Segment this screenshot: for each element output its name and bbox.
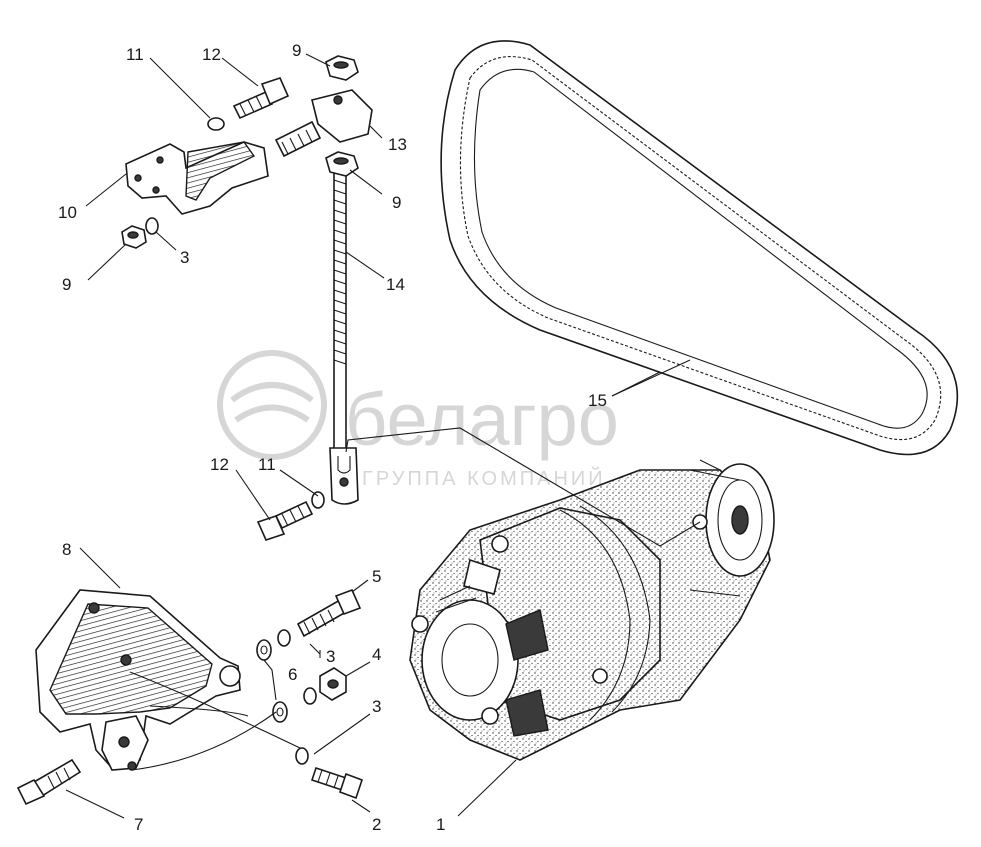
washers-part-6 xyxy=(256,639,288,723)
washer-part-11-lower xyxy=(311,491,325,509)
callout-8: 8 xyxy=(62,540,71,559)
v-belt-part-15 xyxy=(440,40,959,456)
callout-3-mid: 3 xyxy=(326,647,335,666)
callout-10: 10 xyxy=(58,203,77,222)
callout-2: 2 xyxy=(372,815,381,834)
callout-9-mid: 9 xyxy=(392,193,401,212)
watermark-brand: белагро xyxy=(345,378,619,461)
set-screw-part-7 xyxy=(16,758,82,806)
callout-1: 1 xyxy=(436,815,445,834)
tensioner-block-part-13 xyxy=(274,89,373,158)
bolt-part-2 xyxy=(310,766,364,800)
lock-washer-part-3-top xyxy=(145,217,159,235)
callout-7: 7 xyxy=(134,815,143,834)
callout-9-top: 9 xyxy=(292,41,301,60)
callout-15: 15 xyxy=(588,391,607,410)
nut-part-9-top xyxy=(325,55,359,81)
watermark-subtitle: ГРУППА КОМПАНИЙ xyxy=(362,466,606,490)
callout-6: 6 xyxy=(288,665,297,684)
callout-13: 13 xyxy=(388,135,407,154)
callout-11-lower: 11 xyxy=(258,455,276,474)
nut-part-4 xyxy=(319,667,347,701)
leader-lines xyxy=(65,53,701,819)
bolt-part-12-lower xyxy=(256,500,314,541)
alternator-part-1 xyxy=(409,459,775,761)
bolt-part-12-top xyxy=(232,77,290,120)
threaded-rod-part-14 xyxy=(329,171,359,505)
callout-14: 14 xyxy=(386,275,405,294)
nut-part-9-left xyxy=(121,225,147,249)
bolt-part-5 xyxy=(296,588,362,638)
washer-part-11-top xyxy=(207,117,225,131)
lock-washer-part-3-lower xyxy=(295,747,309,765)
bracket-part-8 xyxy=(35,589,241,771)
callout-12-lower: 12 xyxy=(210,455,229,474)
callout-12-top: 12 xyxy=(202,45,221,64)
watermark-logo-icon xyxy=(217,350,327,460)
watermark: белагро ГРУППА КОМПАНИЙ xyxy=(217,350,619,490)
callout-11-top: 11 xyxy=(126,45,144,64)
lock-washer-part-3-upper xyxy=(277,629,291,647)
callout-9-left: 9 xyxy=(62,275,71,294)
bracket-part-10 xyxy=(125,141,269,215)
callout-5: 5 xyxy=(372,567,381,586)
callout-3-top: 3 xyxy=(180,248,189,267)
lock-washer-part-3-mid xyxy=(303,687,317,705)
callout-3-lower: 3 xyxy=(372,697,381,716)
callout-labels: 1 2 3 3 3 4 5 6 7 8 9 9 9 10 11 11 12 12… xyxy=(58,41,607,834)
callout-4: 4 xyxy=(372,645,381,664)
